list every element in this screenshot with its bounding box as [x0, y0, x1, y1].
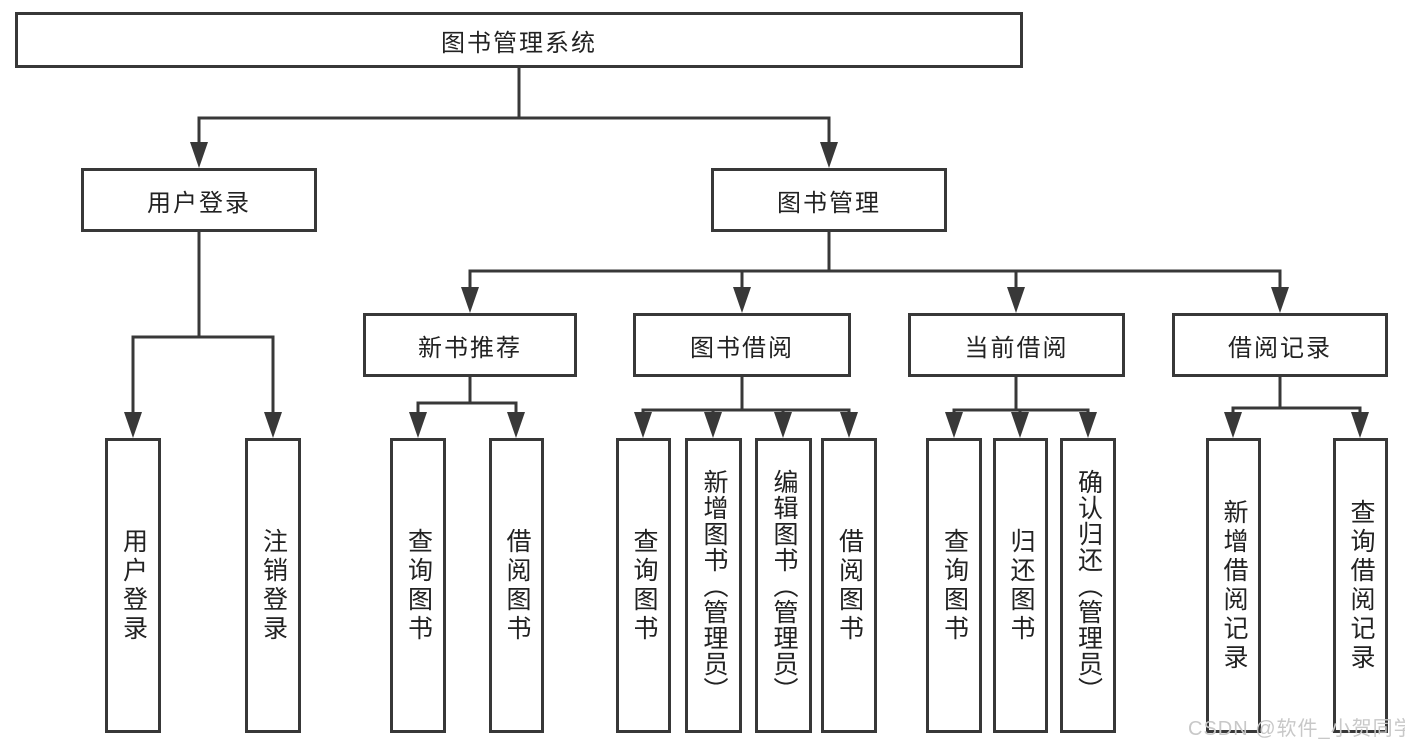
node-book-borrow: 图书借阅 [633, 313, 851, 377]
node-borrow-record: 借阅记录 [1172, 313, 1388, 377]
leaf-add-borrow-record: 新增借阅记录 [1206, 438, 1261, 733]
leaf-borrow-books: 借阅图书 [821, 438, 877, 733]
node-book-management: 图书管理 [711, 168, 947, 232]
leaf-query-books-current: 查询图书 [926, 438, 982, 733]
leaf-user-login: 用户登录 [105, 438, 161, 733]
watermark: CSDN @软件_小贺同学 [1188, 718, 1405, 740]
leaf-add-book-admin: 新增图书（管理员） [685, 438, 742, 733]
leaf-logout: 注销登录 [245, 438, 301, 733]
leaf-query-books-borrow: 查询图书 [616, 438, 671, 733]
node-root-system: 图书管理系统 [15, 12, 1023, 68]
node-new-book-recommend: 新书推荐 [363, 313, 577, 377]
leaf-edit-book-admin: 编辑图书（管理员） [755, 438, 812, 733]
leaf-query-books-recommend: 查询图书 [390, 438, 446, 733]
leaf-borrow-books-recommend: 借阅图书 [489, 438, 544, 733]
leaf-query-borrow-record: 查询借阅记录 [1333, 438, 1388, 733]
node-current-borrow: 当前借阅 [908, 313, 1125, 377]
leaf-return-book: 归还图书 [993, 438, 1048, 733]
leaf-confirm-return-admin: 确认归还（管理员） [1060, 438, 1116, 733]
node-user-login: 用户登录 [81, 168, 317, 232]
